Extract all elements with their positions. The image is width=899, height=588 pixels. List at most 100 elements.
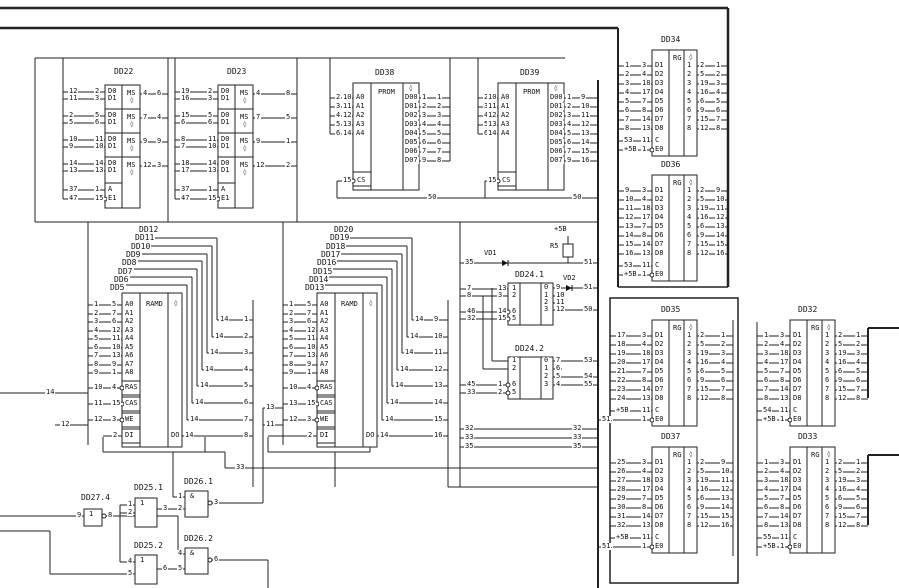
wire-label-w51e37: 51 — [601, 542, 612, 550]
dd34-in-pin-2: 18 — [641, 79, 652, 87]
dd34-out-lbl-1: 2 — [686, 70, 693, 78]
dd34-in-pin-1: 4 — [641, 70, 648, 78]
dd32-in-ext-0: 1 — [763, 331, 770, 339]
dd36-out-pin-7: 12 — [699, 249, 710, 257]
dd241-in-ext-0: 7 — [466, 284, 473, 292]
dd242-out-lbl-3: 3 — [543, 380, 550, 388]
dd36-out-pin-2: 19 — [699, 204, 710, 212]
dd38-a-ext-0: 2 — [335, 93, 342, 101]
dd33-out-lbl-3: 4 — [824, 485, 831, 493]
dd242-out-ext-2: 54 — [583, 372, 594, 380]
dd20s-out-ext-2: 11 — [433, 348, 444, 356]
dd33-in-ext-1: 2 — [763, 467, 770, 475]
dd23-ctl-lbl-1: E1 — [220, 194, 231, 202]
dd12s-a-pin-0: 5 — [111, 300, 118, 308]
dd35-in-lbl-6: D7 — [654, 385, 665, 393]
dd20s-a-ext-0: 1 — [288, 300, 295, 308]
dd37-in-pin-1: 4 — [641, 467, 648, 475]
dd36-out-pin-5: 9 — [699, 231, 706, 239]
dd38-cs-pin: 15 — [342, 176, 353, 184]
dd20s-c-ext-1: 13 — [288, 399, 299, 407]
dd32-output-icon: ◊ — [826, 324, 832, 331]
dd241-in-pin-1: 3 — [497, 291, 504, 299]
dd12s-a-ext-4: 5 — [93, 334, 100, 342]
dd35-in-lbl-5: D6 — [654, 376, 665, 384]
dd20s-a-ext-2: 3 — [288, 317, 295, 325]
dd22-s1-pin-1: 6 — [94, 118, 101, 126]
dd35-out-ext-1: 2 — [720, 340, 727, 348]
dd12s-symbol: RAMD — [145, 300, 164, 308]
dd22-s3-lbl-1: D1 — [107, 166, 118, 174]
dd32-in-ext-1: 2 — [763, 340, 770, 348]
dd12s-c-pin-1: 15 — [111, 399, 122, 407]
dd33-out-ext-5: 6 — [855, 503, 862, 511]
dd252-title: DD25.2 — [133, 541, 164, 550]
dd33-title: DD33 — [797, 432, 819, 441]
dd37-out-lbl-3: 4 — [686, 485, 693, 493]
dd34-in-lbl-1: D2 — [654, 70, 665, 78]
dd35-ctl-pin-0: 11 — [641, 406, 652, 414]
dd12s-a-ext-2: 3 — [93, 317, 100, 325]
dd36-in-lbl-3: D4 — [654, 213, 665, 221]
dd32-out-lbl-0: 1 — [824, 331, 831, 339]
dd35-title: DD35 — [660, 305, 682, 314]
dd12s-a-lbl-2: A2 — [124, 317, 135, 325]
dd22-s2-oext: 9 — [156, 137, 163, 145]
dd37-in-lbl-1: D2 — [654, 467, 665, 475]
dd35-in-ext-3: 20 — [616, 358, 627, 366]
dd241-in-ext-1: 8 — [466, 291, 473, 299]
dd23-s1-opin: 7 — [255, 113, 262, 121]
dd20s-a-lbl-1: A1 — [319, 309, 330, 317]
dd252-symbol: 1 — [139, 556, 146, 564]
dd38-a-lbl-1: A1 — [355, 102, 366, 110]
dd33-in-lbl-0: D1 — [792, 458, 803, 466]
dd33-symbol: RG — [810, 451, 821, 459]
dd20s-do-lbl: DO — [365, 431, 376, 439]
dd32-in-pin-5: 8 — [779, 376, 786, 384]
dd22-s0-oext: 6 — [156, 89, 163, 97]
dd22-s0-pin-0: 2 — [94, 87, 101, 95]
dd242-title: DD24.2 — [514, 344, 545, 353]
dd20s-a-lbl-0: A0 — [319, 300, 330, 308]
dd12s-a-ext-3: 4 — [93, 326, 100, 334]
dd22-s0-ext-1: 11 — [68, 94, 79, 102]
vd2-label: VD2 — [562, 274, 577, 282]
dd33-in-lbl-1: D2 — [792, 467, 803, 475]
dd20s-a-pin-3: 12 — [306, 326, 317, 334]
dd39-o-ext-4: 13 — [580, 129, 591, 137]
dd22-s3-ext-1: 13 — [68, 166, 79, 174]
wire-label-w33g: 33 — [235, 463, 246, 471]
dd251-out-pin: 3 — [162, 504, 169, 512]
dd23-s3-icon: ◊ — [242, 169, 248, 176]
dd20s-a-ext-8: 9 — [288, 368, 295, 376]
dd32-in-lbl-1: D2 — [792, 340, 803, 348]
dd36-in-ext-1: 10 — [624, 195, 635, 203]
dd34-out-pin-4: 6 — [699, 97, 706, 105]
dd241-in-pin-2: 14 — [497, 307, 508, 315]
dd39-o-ext-5: 14 — [580, 138, 591, 146]
dd37-out-pin-5: 9 — [699, 503, 706, 511]
dd33-out-ext-7: 8 — [855, 521, 862, 529]
dd34-symbol: RG — [672, 54, 683, 62]
dd35-in-pin-6: 14 — [641, 385, 652, 393]
dd36-out-lbl-4: 5 — [686, 222, 693, 230]
dd261-in-pin-1: 2 — [177, 504, 184, 512]
dd33-in-pin-5: 8 — [779, 503, 786, 511]
dd20s-a-pin-6: 13 — [306, 351, 317, 359]
dd261-in-pin-0: 1 — [177, 492, 184, 500]
dd39-a-pin-0: 10 — [487, 93, 498, 101]
dd33-in-ext-7: 8 — [763, 521, 770, 529]
dd37-out-pin-2: 19 — [699, 476, 710, 484]
dd241-in-lbl-1: 2 — [511, 291, 518, 299]
dd39-o-pin-5: 6 — [566, 138, 573, 146]
dd22-s3-opin: 12 — [142, 161, 153, 169]
dd20s-a-ext-6: 7 — [288, 351, 295, 359]
dd23-ctl-pin-0: 1 — [207, 185, 214, 193]
dd32-ctl-lbl-0: C — [792, 406, 799, 414]
dd241-in-lbl-2: 6 — [511, 307, 518, 315]
dd22-ctl-pin-1: 15 — [94, 194, 105, 202]
dd12s-title-7: DD5 — [109, 283, 126, 292]
dd22-ctl-lbl-0: A — [107, 185, 114, 193]
dd20s-a-ext-3: 4 — [288, 326, 295, 334]
